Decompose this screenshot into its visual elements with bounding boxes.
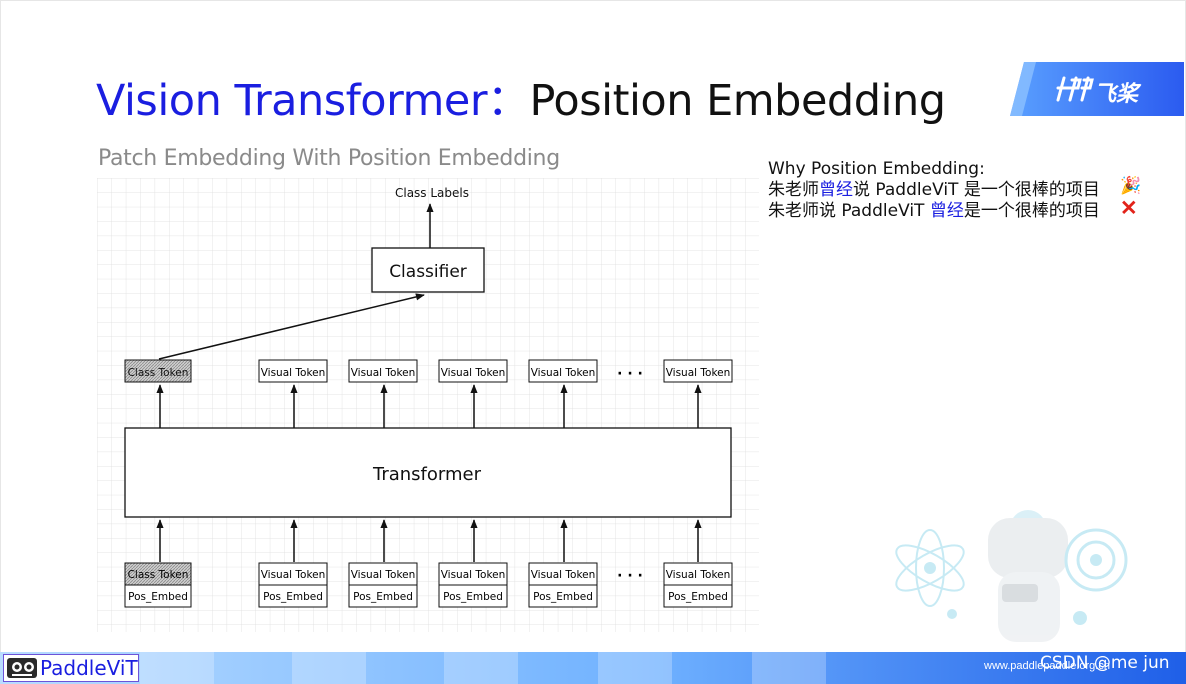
pos-embed-label: Pos_Embed — [263, 591, 323, 603]
notes-block: Why Position Embedding: 朱老师曾经说 PaddleViT… — [768, 159, 1100, 222]
arrow-to-classifier — [158, 293, 425, 360]
notes-heading: Why Position Embedding: — [768, 159, 985, 179]
input-pos-embed-2 — [348, 584, 418, 608]
output-visual-token-2 — [348, 359, 418, 383]
output-visual-token-label: Visual Token — [261, 367, 326, 379]
title-position-embedding: Position Embedding — [529, 76, 946, 126]
class-labels-text: Class Labels — [395, 186, 469, 200]
transformer-label: Transformer — [372, 464, 482, 485]
output-visual-token-1 — [258, 359, 328, 383]
input-class-token-label: Class Token — [128, 569, 189, 581]
note2-highlight: 曾经 — [929, 201, 964, 221]
input-arrows — [156, 519, 702, 562]
transformer-box — [124, 427, 732, 518]
title-vision-transformer: Vision Transformer — [96, 76, 488, 126]
paddlevit-brand-label: PaddleViT — [40, 656, 138, 680]
red-x-icon: ✕ — [1120, 197, 1138, 220]
input-pos-embed-1 — [258, 584, 328, 608]
input-visual-token-label: Visual Token — [441, 569, 506, 581]
output-visual-token-label: Visual Token — [441, 367, 506, 379]
classifier-label: Classifier — [389, 262, 467, 282]
note2-prefix: 朱老师说 PaddleViT — [768, 201, 930, 221]
party-popper-icon: 🎉 — [1120, 176, 1142, 195]
notes-line-1: 朱老师曾经说 PaddleViT 是一个很棒的项目 — [768, 180, 1100, 201]
output-visual-token-label: Visual Token — [666, 367, 731, 379]
pos-embed-label: Pos_Embed — [668, 591, 728, 603]
input-pos-embed-n — [663, 584, 733, 608]
note1-suffix: 说 PaddleViT 是一个很棒的项目 — [853, 180, 1100, 200]
vit-diagram: Class Labels Classifier Class Token Visu… — [97, 178, 759, 632]
paddlevit-logo-icon — [7, 658, 37, 678]
classifier-box — [371, 247, 485, 293]
slide-title: Vision Transformer：Position Embedding — [96, 66, 946, 128]
footer-bar — [0, 652, 1186, 684]
output-ellipsis: · · · — [617, 366, 643, 382]
pos-embed-label: Pos_Embed — [533, 591, 593, 603]
footer-credit: CSDN @me jun — [1040, 653, 1170, 673]
output-class-token — [124, 359, 192, 383]
title-separator: ： — [487, 76, 530, 126]
note2-suffix: 是一个很棒的项目 — [963, 201, 1100, 221]
input-visual-token-label: Visual Token — [531, 569, 596, 581]
input-pos-embed-3 — [438, 584, 508, 608]
slide-subtitle: Patch Embedding With Position Embedding — [98, 146, 560, 171]
note1-prefix: 朱老师 — [768, 180, 819, 200]
output-visual-token-4 — [528, 359, 598, 383]
input-visual-token-label: Visual Token — [351, 569, 416, 581]
pos-embed-label: Pos_Embed — [443, 591, 503, 603]
notes-line-2: 朱老师说 PaddleViT 曾经是一个很棒的项目 — [768, 201, 1100, 222]
input-visual-token-label: Visual Token — [261, 569, 326, 581]
output-visual-token-n — [663, 359, 733, 383]
input-pos-embed-0 — [124, 584, 192, 608]
output-visual-token-3 — [438, 359, 508, 383]
output-arrows — [156, 384, 702, 428]
output-visual-token-label: Visual Token — [531, 367, 596, 379]
output-visual-token-label: Visual Token — [351, 367, 416, 379]
robot-illustration — [895, 510, 1128, 642]
input-ellipsis: · · · — [617, 568, 643, 584]
grid-background — [97, 178, 759, 632]
note1-highlight: 曾经 — [819, 180, 853, 200]
logo-text: 飞桨 — [1094, 82, 1139, 107]
pos-embed-label: Pos_Embed — [128, 591, 188, 603]
input-pos-embed-4 — [528, 584, 598, 608]
paddlepaddle-logo — [1010, 62, 1184, 116]
output-class-token-label: Class Token — [128, 367, 189, 379]
pos-embed-label: Pos_Embed — [353, 591, 413, 603]
input-visual-token-label: Visual Token — [666, 569, 731, 581]
footer-url: www.paddlepaddle.org.cn — [984, 660, 1110, 672]
